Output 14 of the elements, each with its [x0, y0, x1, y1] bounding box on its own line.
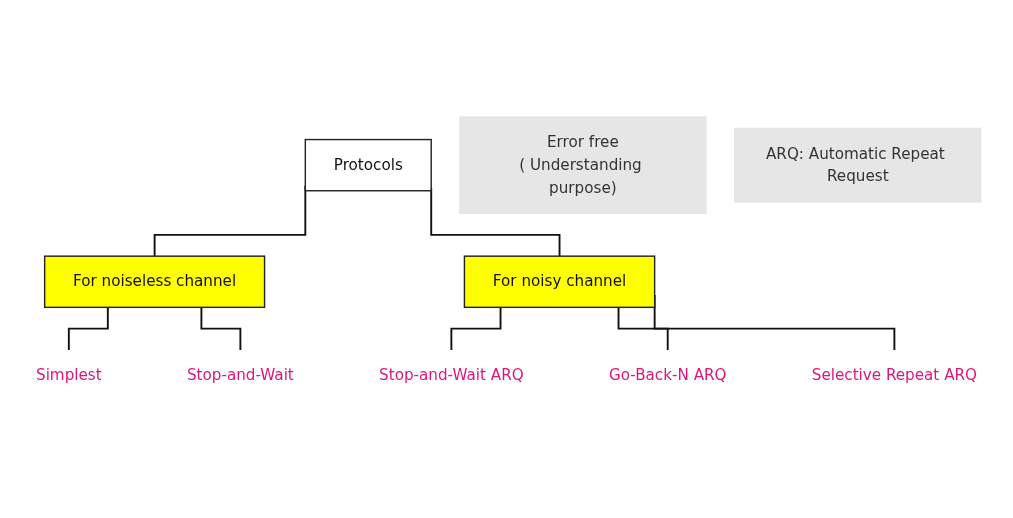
node-text: Stop-and-Wait [186, 366, 294, 385]
node-box: Protocols [304, 138, 432, 192]
connector [67, 306, 109, 351]
node-box: Error free ( Understanding purpose) [459, 116, 707, 214]
node-text: Selective Repeat ARQ [811, 366, 977, 385]
node-text: Go-Back-N ARQ [608, 366, 727, 385]
node-box: ARQ: Automatic Repeat Request [734, 127, 982, 203]
connector [450, 306, 502, 351]
node-text: Simplest [36, 366, 102, 385]
connector [200, 306, 242, 351]
node-text: Stop-and-Wait ARQ [379, 366, 524, 385]
node-box: For noisy channel [463, 255, 656, 309]
node-box: For noiseless channel [43, 255, 266, 309]
connector [617, 306, 669, 351]
